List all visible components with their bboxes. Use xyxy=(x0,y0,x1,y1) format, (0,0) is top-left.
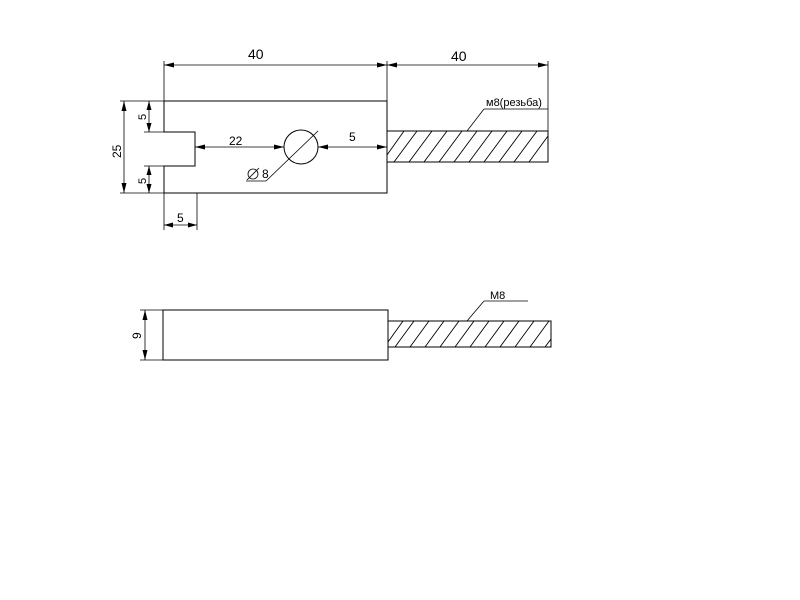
side-thread-hatching xyxy=(387,320,552,348)
dim-hole-from-slot: 22 xyxy=(229,134,243,148)
top-thread-rod xyxy=(386,130,549,163)
side-thread-outline xyxy=(387,320,552,348)
side-thread-rod xyxy=(387,320,552,348)
dim-thickness: 9 xyxy=(130,332,144,339)
top-view: 8 40 40 м8(резьба) 25 5 xyxy=(110,46,549,230)
dim-thread-length: 40 xyxy=(451,48,467,64)
dim-body-length: 40 xyxy=(248,46,264,62)
side-thread-note: М8 xyxy=(490,290,505,302)
top-thread-outline xyxy=(386,130,549,163)
top-thread-hatching xyxy=(386,130,549,163)
dim-hole-to-shoulder: 5 xyxy=(349,130,356,144)
dim-hole-diameter: 8 xyxy=(262,167,269,181)
diameter-icon xyxy=(246,167,260,181)
side-view: М8 9 xyxy=(130,290,552,361)
top-thread-note: м8(резьба) xyxy=(486,97,542,109)
hole-leader xyxy=(265,130,319,182)
side-view-body xyxy=(162,309,389,361)
dim-upper-offset: 5 xyxy=(137,114,149,120)
dim-lower-offset: 5 xyxy=(137,178,149,184)
dim-overall-width: 25 xyxy=(110,144,124,158)
dim-slot-depth: 5 xyxy=(177,211,184,225)
